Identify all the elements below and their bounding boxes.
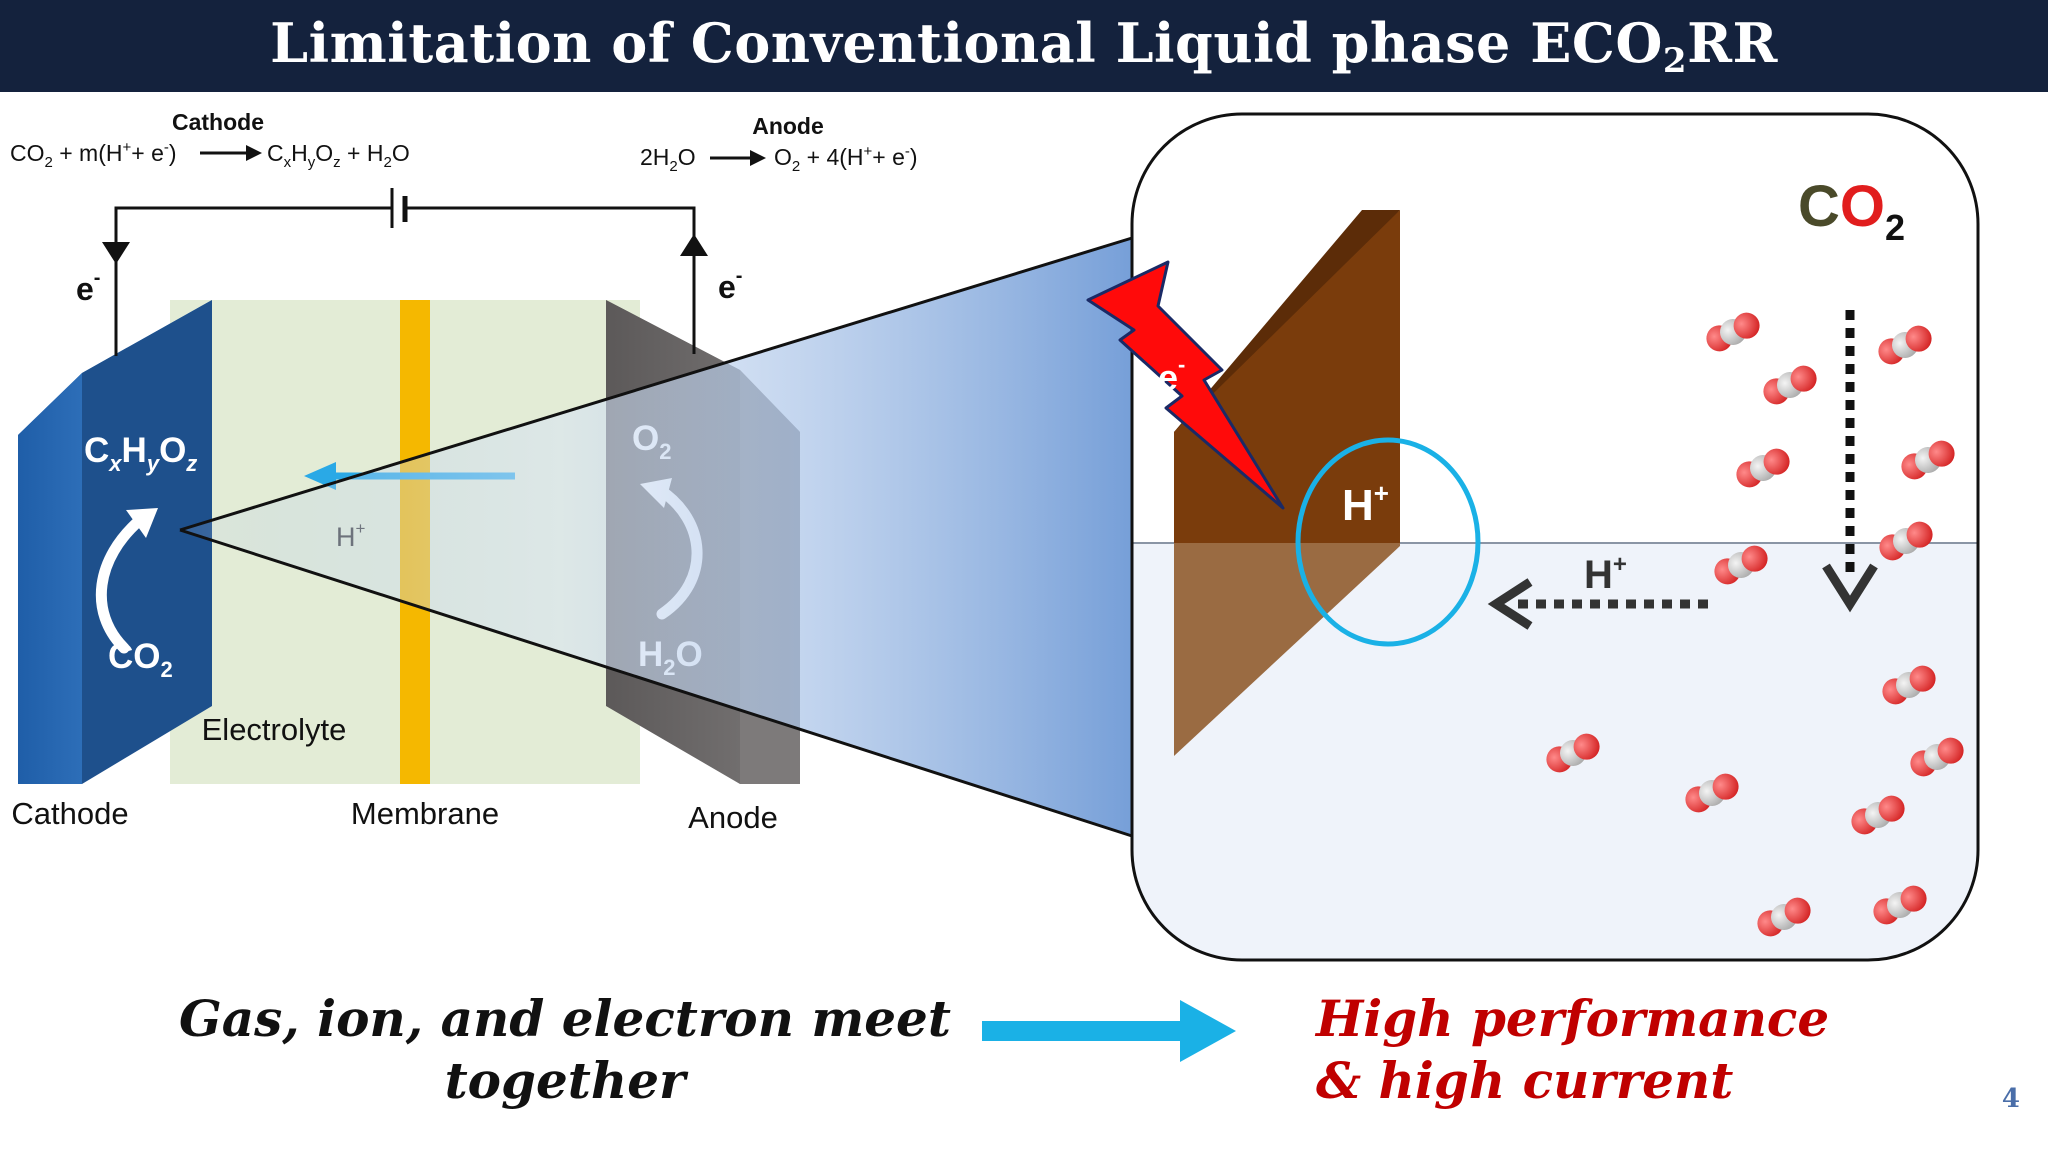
proton-transport-arrowhead (1487, 578, 1533, 630)
title-bar: Limitation of Conventional Liquid phase … (0, 0, 2048, 92)
zoomed-interface-panel: e- H+ H+ CO2 (1086, 112, 1980, 962)
cathode-reaction-curve-arrow (95, 514, 146, 654)
cathode-electrode-front (18, 373, 82, 784)
proton-migration-arrowhead (304, 462, 336, 490)
electrolyte-label: Electrolyte (202, 712, 347, 747)
title-subscript: 2 (1662, 41, 1688, 81)
zoom-cone-top-edge (179, 236, 1133, 532)
cathode-curve-arrowhead (126, 508, 158, 538)
right-claim-line1: High performance (1316, 989, 1830, 1048)
anode-label: Anode (688, 800, 778, 835)
cathode-heading: Cathode (172, 109, 264, 135)
co2-gas-label: CO2 (1798, 174, 1905, 248)
anode-reaction-arrowhead (750, 150, 766, 166)
cathode-equation-right: CxHyOz + H2O (267, 140, 410, 171)
electrode-plate-liquid-side (1174, 543, 1400, 756)
cathode-electrode-side (82, 300, 212, 784)
anode-equation-left: 2H2O (640, 144, 696, 175)
page-number: 4 (2001, 1084, 2020, 1114)
cathode-label: Cathode (11, 796, 128, 831)
slide-title: Limitation of Conventional Liquid phase … (270, 11, 1778, 81)
liquid-proton-label: H+ (1584, 551, 1627, 597)
left-claim-line2: together (444, 1051, 686, 1110)
zoom-electron-label: e- (1158, 352, 1185, 398)
left-claim-text: Gas, ion, and electron meet together (120, 988, 1010, 1112)
cathode-reactant-label: CO2 (108, 637, 173, 682)
zoom-cone (180, 238, 1132, 836)
boundary-proton-label: H+ (1342, 478, 1389, 530)
electron-flow-up-arrowhead (680, 234, 708, 256)
cathode-reaction-arrowhead (246, 145, 262, 161)
electron-lightning-icon (1086, 260, 1285, 510)
title-main: Limitation of Conventional Liquid phase … (270, 11, 1663, 75)
cathode-product-label: CxHyOz (84, 431, 197, 476)
title-suffix: RR (1687, 11, 1778, 75)
anode-heading: Anode (752, 113, 824, 139)
anode-equation-right: O2 + 4(H++ e-) (774, 143, 918, 175)
co2-diffusion-arrowhead (1822, 563, 1878, 613)
cathode-equation-left: CO2 + m(H++ e-) (10, 139, 177, 171)
right-claim-line2: & high current (1316, 1051, 1734, 1110)
cathode-electron-label: e- (76, 267, 100, 307)
zoom-panel-border (1130, 112, 1980, 962)
triple-phase-boundary-circle (1295, 437, 1481, 647)
zoom-cone-bottom-edge (179, 528, 1133, 838)
right-claim-text: High performance & high current (1316, 988, 1956, 1112)
conclusion-arrowhead (1180, 1000, 1236, 1062)
electron-flow-down-arrowhead (102, 242, 130, 264)
membrane-label: Membrane (351, 796, 499, 831)
left-claim-line1: Gas, ion, and electron meet (179, 989, 951, 1048)
anode-electron-label: e- (718, 265, 742, 305)
